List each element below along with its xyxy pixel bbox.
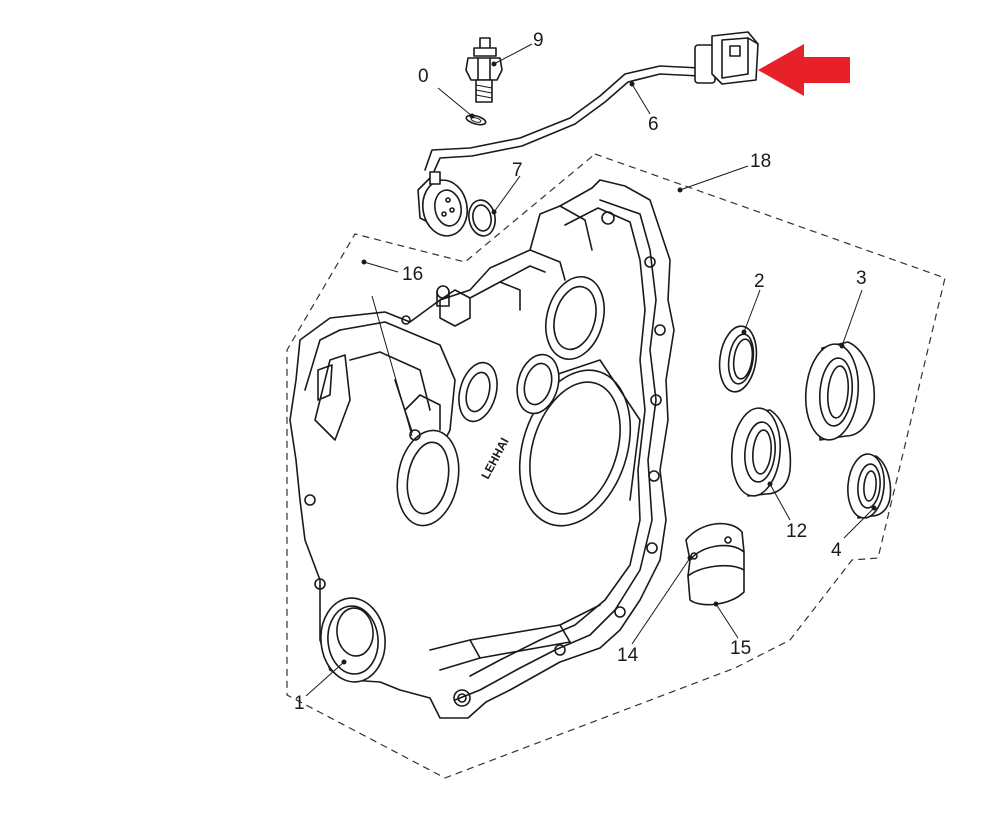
callout-6: 6 bbox=[648, 114, 659, 135]
callout-2: 2 bbox=[754, 271, 765, 292]
bushing-part-14 bbox=[685, 522, 745, 606]
oil-seal-part-2 bbox=[718, 325, 758, 393]
callout-0: 0 bbox=[418, 66, 429, 87]
crankcase-left-half: LEHHAI bbox=[289, 179, 675, 719]
callout-3: 3 bbox=[856, 268, 867, 289]
washer-part-0 bbox=[465, 114, 487, 126]
leader-lines bbox=[305, 43, 877, 697]
sensor-part-9 bbox=[465, 37, 503, 103]
callout-7: 7 bbox=[512, 160, 523, 181]
bearing-part-12 bbox=[730, 407, 792, 497]
callout-16: 16 bbox=[402, 264, 423, 285]
callout-15: 15 bbox=[730, 638, 751, 659]
red-arrow-icon bbox=[758, 44, 850, 96]
bearing-part-4 bbox=[847, 453, 892, 519]
callout-12: 12 bbox=[786, 521, 807, 542]
callout-9: 9 bbox=[533, 30, 544, 51]
bearing-part-3 bbox=[804, 341, 876, 441]
o-ring-part-7 bbox=[468, 199, 496, 237]
callout-18: 18 bbox=[750, 151, 771, 172]
harness-part-6 bbox=[417, 31, 759, 237]
callout-1: 1 bbox=[294, 693, 305, 714]
callout-4: 4 bbox=[831, 540, 842, 561]
callout-14: 14 bbox=[617, 645, 639, 666]
